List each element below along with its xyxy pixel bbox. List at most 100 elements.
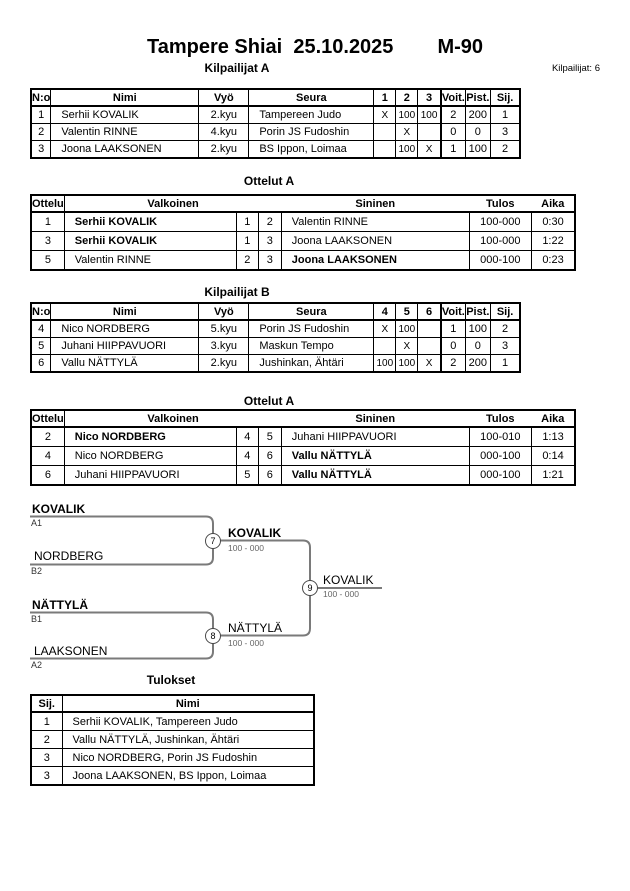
table-row: 1 Serhii KOVALIK, Tampereen Judo	[30, 711, 315, 731]
cell-name: Joona LAAKSONEN	[50, 140, 200, 159]
col-time: Aika	[531, 409, 576, 428]
col-white: Valkoinen	[64, 409, 282, 428]
cell-name: Serhii KOVALIK	[50, 105, 200, 124]
table-header-row: Ottelu Valkoinen Sininen Tulos Aika	[31, 194, 576, 213]
table-row: 1 Serhii KOVALIK 1 2 Valentin RINNE 100-…	[30, 211, 576, 232]
cell-name: Joona LAAKSONEN, BS Ippon, Loimaa	[61, 766, 315, 786]
cell-white: Nico NORDBERG	[63, 446, 237, 466]
col-club: Seura	[248, 88, 375, 107]
bracket-seed-a2: A2	[31, 660, 43, 670]
bracket-sf2-winner: NÄTTYLÄ	[228, 621, 283, 635]
col-time: Aika	[531, 194, 576, 213]
col-place: Sij.	[489, 88, 521, 107]
table-header-row: Sij. Nimi	[30, 694, 315, 713]
cell-white: Valentin RINNE	[63, 250, 237, 271]
col-name: Nimi	[50, 88, 200, 107]
bracket-node-9: 9	[302, 580, 318, 596]
cell-m1	[373, 123, 397, 141]
cell-white: Serhii KOVALIK	[63, 211, 237, 232]
table-header-row: N:o Nimi Vyö Seura 1 2 3 Voit. Pist. Sij…	[30, 88, 521, 107]
cell-white: Juhani HIIPPAVUORI	[63, 465, 237, 486]
cell-place: 1	[489, 105, 521, 124]
cell-points: 100	[464, 140, 491, 159]
col-m3: 3	[417, 88, 442, 107]
table-row: 3 Joona LAAKSONEN, BS Ippon, Loimaa	[30, 766, 315, 786]
cell-no: 5	[30, 337, 52, 355]
cell-time: 0:30	[530, 211, 576, 232]
cell-blue-no: 6	[257, 465, 282, 486]
cell-result: 000-100	[468, 250, 532, 271]
cell-white-no: 4	[235, 426, 259, 447]
cell-time: 1:21	[530, 465, 576, 486]
cell-m1	[373, 140, 397, 159]
cell-club: Jushinkan, Ähtäri	[248, 354, 375, 373]
cell-club: Porin JS Fudoshin	[248, 319, 375, 338]
bracket-seed-b1: B1	[31, 614, 43, 624]
cell-m1: 100	[373, 354, 397, 373]
table-header-row: N:o Nimi Vyö Seura 4 5 6 Voit. Pist. Sij…	[30, 302, 521, 321]
table-row: 3 Nico NORDBERG, Porin JS Fudoshin	[30, 748, 315, 767]
table-row: 5 Juhani HIIPPAVUORI 3.kyu Maskun Tempo …	[30, 337, 521, 355]
cell-place: 2	[489, 319, 521, 338]
bracket-player-nattyla: NÄTTYLÄ	[32, 598, 88, 612]
cell-result: 000-100	[468, 446, 532, 466]
cell-blue: Valentin RINNE	[280, 211, 470, 232]
cell-time: 1:22	[530, 231, 576, 251]
cell-match: 3	[30, 231, 65, 251]
cell-name: Nico NORDBERG	[50, 319, 200, 338]
cell-club: Porin JS Fudoshin	[248, 123, 375, 141]
bracket-sf1-winner: KOVALIK	[228, 526, 282, 540]
event-title: Tampere Shiai 25.10.2025	[146, 36, 394, 58]
cell-m3	[417, 337, 442, 355]
col-white: Valkoinen	[64, 194, 282, 213]
cell-wins: 0	[439, 123, 466, 141]
cell-wins: 1	[439, 140, 466, 159]
col-result: Tulos	[469, 409, 532, 428]
cell-place: 1	[30, 711, 63, 731]
cell-points: 200	[464, 354, 491, 373]
cell-place: 1	[489, 354, 521, 373]
cell-match: 5	[30, 250, 65, 271]
table-row: 2 Valentin RINNE 4.kyu Porin JS Fudoshin…	[30, 123, 521, 141]
cell-match: 4	[30, 446, 65, 466]
col-place: Sij.	[489, 302, 521, 321]
cell-wins: 1	[439, 319, 466, 338]
cell-result: 000-100	[468, 465, 532, 486]
cell-blue-no: 6	[257, 446, 282, 466]
elimination-bracket: KOVALIK A1 NORDBERG B2 NÄTTYLÄ B1 LAAKSO…	[0, 499, 630, 684]
cell-belt: 2.kyu	[198, 140, 250, 159]
cell-belt: 4.kyu	[198, 123, 250, 141]
section-title-matches-a: Ottelut A	[243, 174, 295, 188]
matches-a-table: Ottelu Valkoinen Sininen Tulos Aika 1 Se…	[30, 194, 577, 271]
section-title-results: Tulokset	[146, 673, 196, 687]
cell-name: Valentin RINNE	[50, 123, 200, 141]
bracket-sf1-score: 100 - 000	[228, 543, 264, 553]
cell-belt: 3.kyu	[198, 337, 250, 355]
table-row: 1 Serhii KOVALIK 2.kyu Tampereen Judo X …	[30, 105, 521, 124]
cell-club: BS Ippon, Loimaa	[248, 140, 375, 159]
bracket-sf2-score: 100 - 000	[228, 638, 264, 648]
table-row: 4 Nico NORDBERG 4 6 Vallu NÄTTYLÄ 000-10…	[30, 446, 576, 466]
cell-points: 100	[464, 319, 491, 338]
cell-result: 100-000	[468, 211, 532, 232]
cell-place: 2	[30, 730, 63, 749]
section-title-competitors-b: Kilpailijat B	[204, 285, 270, 299]
cell-name: Vallu NÄTTYLÄ	[50, 354, 200, 373]
col-place: Sij.	[30, 694, 63, 713]
col-blue: Sininen	[281, 194, 470, 213]
cell-blue: Vallu NÄTTYLÄ	[280, 465, 470, 486]
cell-white-no: 4	[235, 446, 259, 466]
cell-m3: X	[417, 140, 442, 159]
cell-blue-no: 5	[257, 426, 282, 447]
cell-white-no: 1	[235, 231, 259, 251]
col-belt: Vyö	[198, 88, 250, 107]
cell-belt: 2.kyu	[198, 354, 250, 373]
cell-name: Juhani HIIPPAVUORI	[50, 337, 200, 355]
bracket-player-kovalik: KOVALIK	[32, 502, 86, 516]
col-result: Tulos	[469, 194, 532, 213]
col-points: Pist.	[464, 88, 491, 107]
bracket-node-7: 7	[205, 533, 221, 549]
table-row: 2 Vallu NÄTTYLÄ, Jushinkan, Ähtäri	[30, 730, 315, 749]
cell-club: Maskun Tempo	[248, 337, 375, 355]
bracket-seed-b2: B2	[31, 566, 43, 576]
